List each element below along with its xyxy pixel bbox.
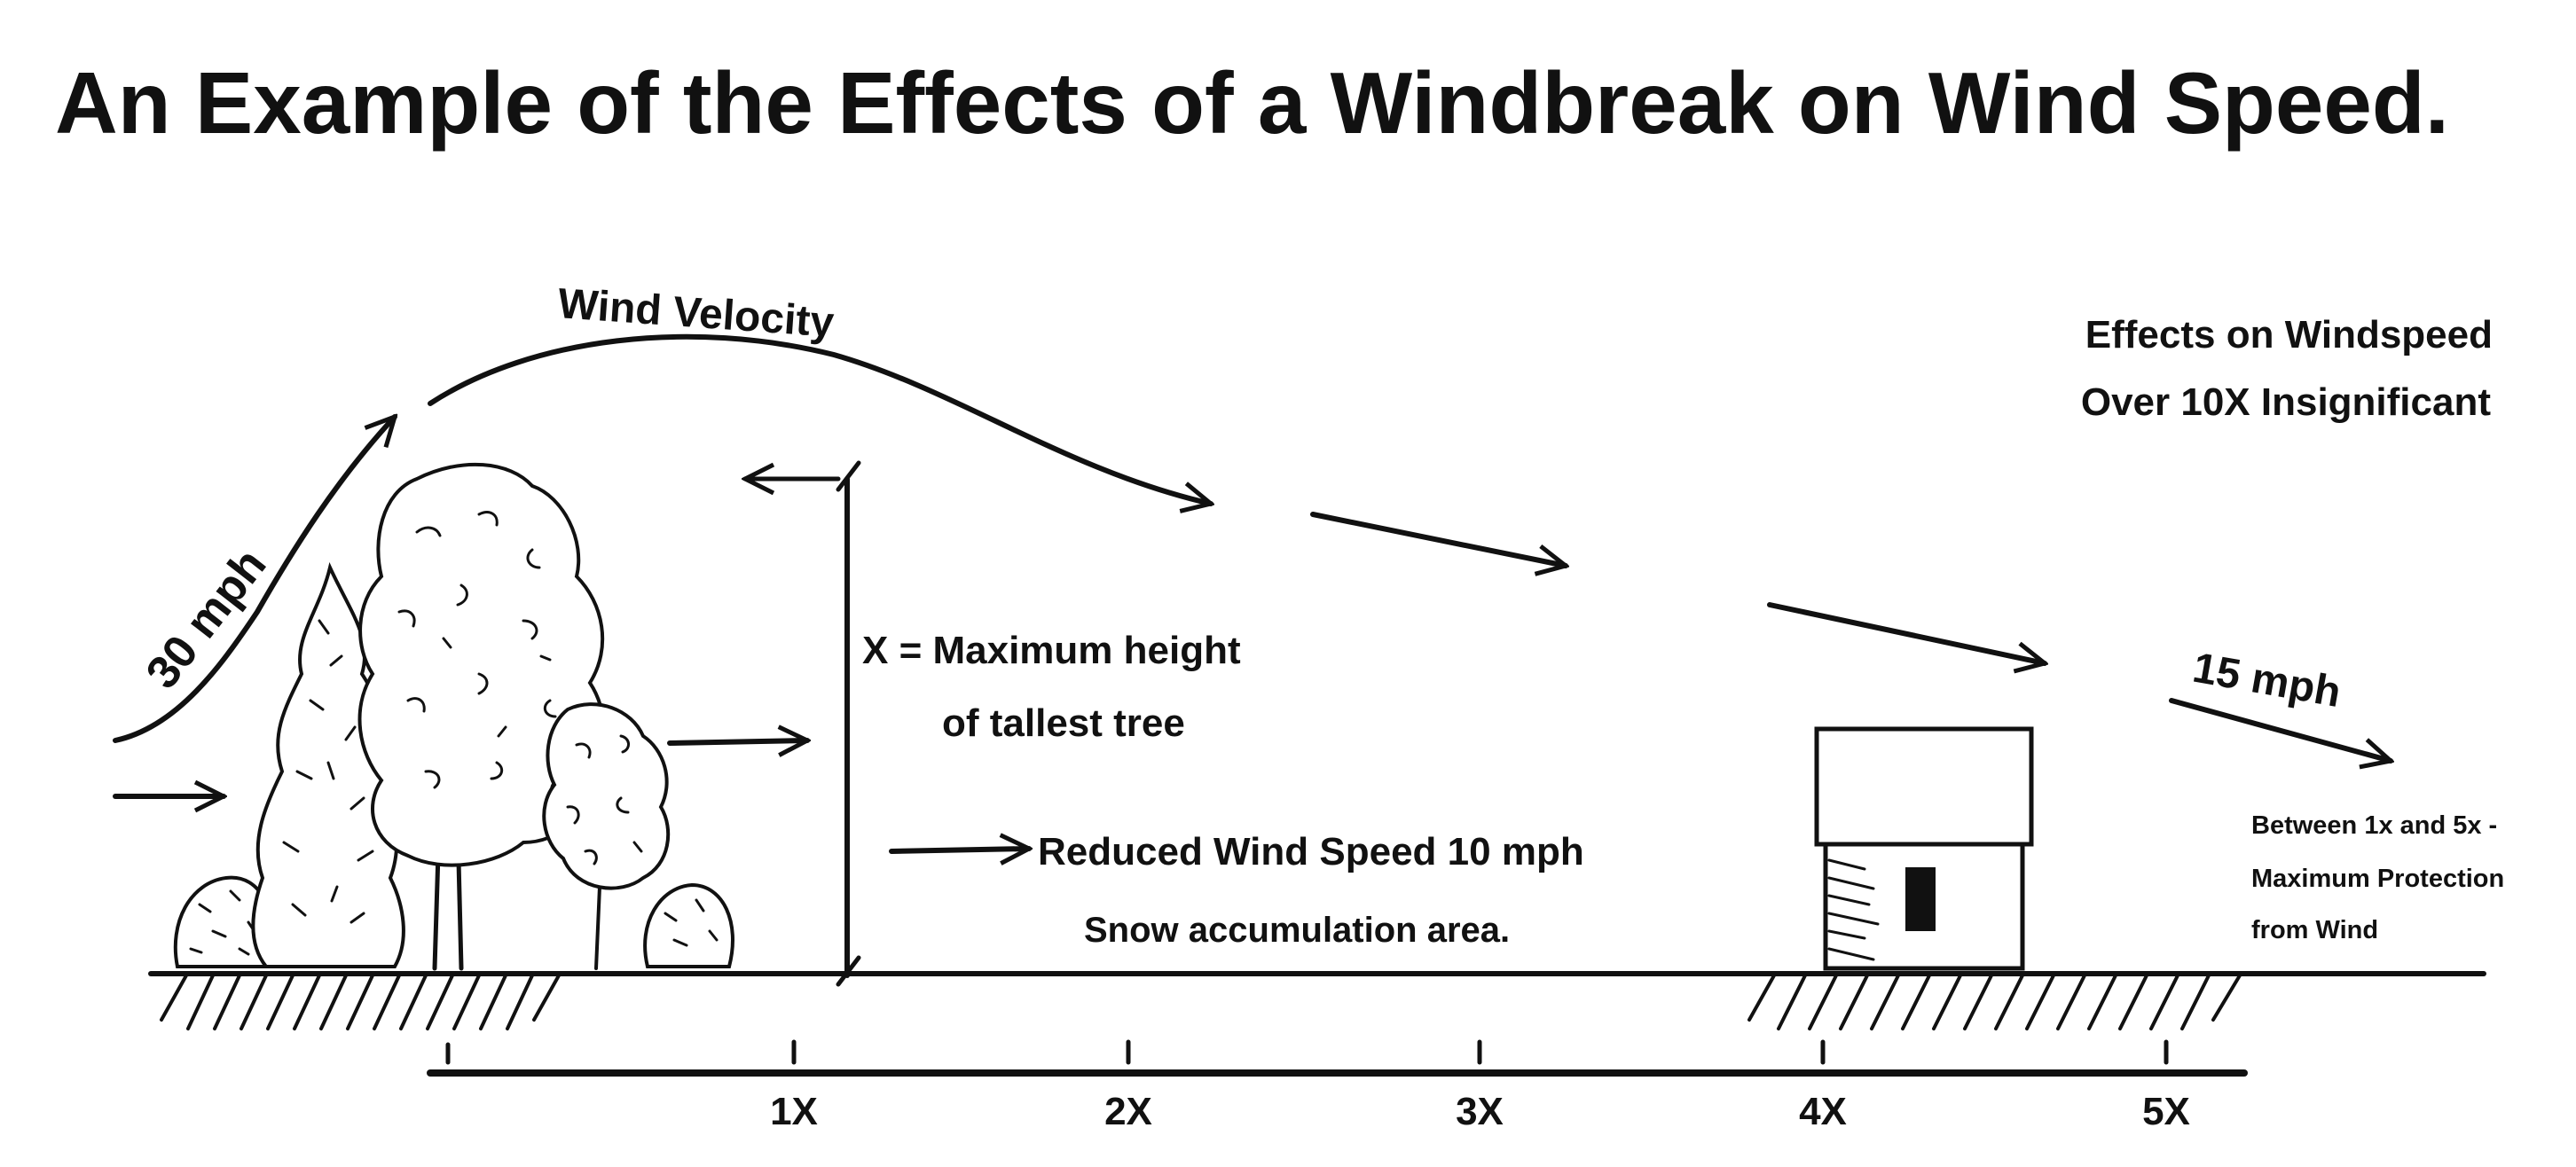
- ground-hatching-right: [1747, 974, 2242, 1030]
- tree-icon: [542, 702, 671, 970]
- scale-tick-label: 1X: [770, 1090, 818, 1133]
- tree-icon: [357, 462, 607, 971]
- arrow-icon: [2169, 698, 2391, 761]
- downstream-speed-label: 15 mph: [2189, 645, 2344, 717]
- far-effects-line-2: Over 10X Insignificant: [2081, 380, 2491, 424]
- scale-tick-label: 2X: [1104, 1090, 1152, 1133]
- scale-tick-label: 5X: [2142, 1090, 2190, 1133]
- house-icon: [1814, 726, 2034, 971]
- shrub-icon: [643, 882, 734, 968]
- far-effects-line-1: Effects on Windspeed: [2085, 313, 2493, 356]
- scale-tick-label: 3X: [1456, 1090, 1504, 1133]
- distance-scale: 1X 2X 3X 4X 5X: [427, 1039, 2248, 1133]
- protection-line-3: from Wind: [2251, 916, 2378, 944]
- arrow-icon: [889, 849, 1029, 851]
- reduced-speed-label: Reduced Wind Speed 10 mph: [1038, 830, 1584, 873]
- protection-line-1: Between 1x and 5x -: [2251, 811, 2497, 840]
- height-indicator: [745, 460, 861, 987]
- ground: [148, 971, 2486, 1030]
- diagram-title: An Example of the Effects of a Windbreak…: [55, 54, 2449, 152]
- scale-tick-label: 4X: [1799, 1090, 1847, 1133]
- arrow-icon: [667, 740, 807, 743]
- arrow-icon: [1767, 602, 2045, 663]
- wind-velocity-label: Wind Velocity: [556, 280, 836, 347]
- snow-area-label: Snow accumulation area.: [1084, 911, 1510, 950]
- x-definition-line-2: of tallest tree: [942, 701, 1185, 745]
- wind-flow: [113, 333, 2391, 851]
- arrow-icon: [428, 333, 1211, 504]
- ground-hatching-left: [160, 974, 561, 1030]
- windbreak-trees: [173, 462, 734, 971]
- x-definition-line-1: X = Maximum height: [862, 629, 1241, 672]
- arrow-icon: [1310, 512, 1566, 566]
- protection-line-2: Maximum Protection: [2251, 865, 2504, 893]
